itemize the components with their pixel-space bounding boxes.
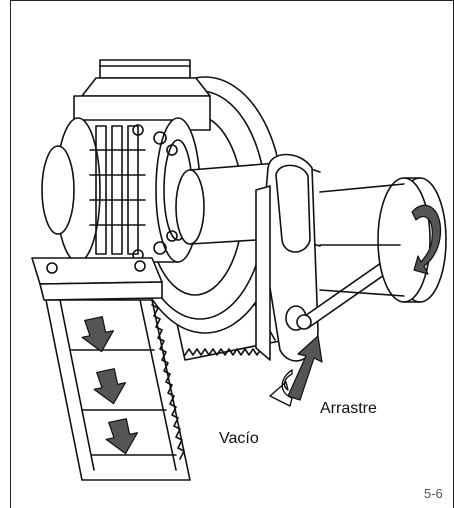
clamp-plate	[31, 257, 163, 301]
drive-disc	[319, 177, 447, 303]
belt-motion-arrows	[81, 316, 139, 455]
rotation-arrow	[411, 204, 442, 275]
frame-left-border	[10, 0, 11, 508]
vacuum-label: Vacío	[219, 430, 259, 447]
crank-arm	[255, 153, 319, 362]
drag-label: Arrastre	[320, 400, 377, 417]
drag-arrow	[287, 335, 323, 401]
page-number: 5-6	[424, 486, 443, 501]
vacuum-arrow	[269, 369, 293, 407]
gear-hub	[41, 117, 201, 263]
frame-top-border	[10, 0, 454, 1]
